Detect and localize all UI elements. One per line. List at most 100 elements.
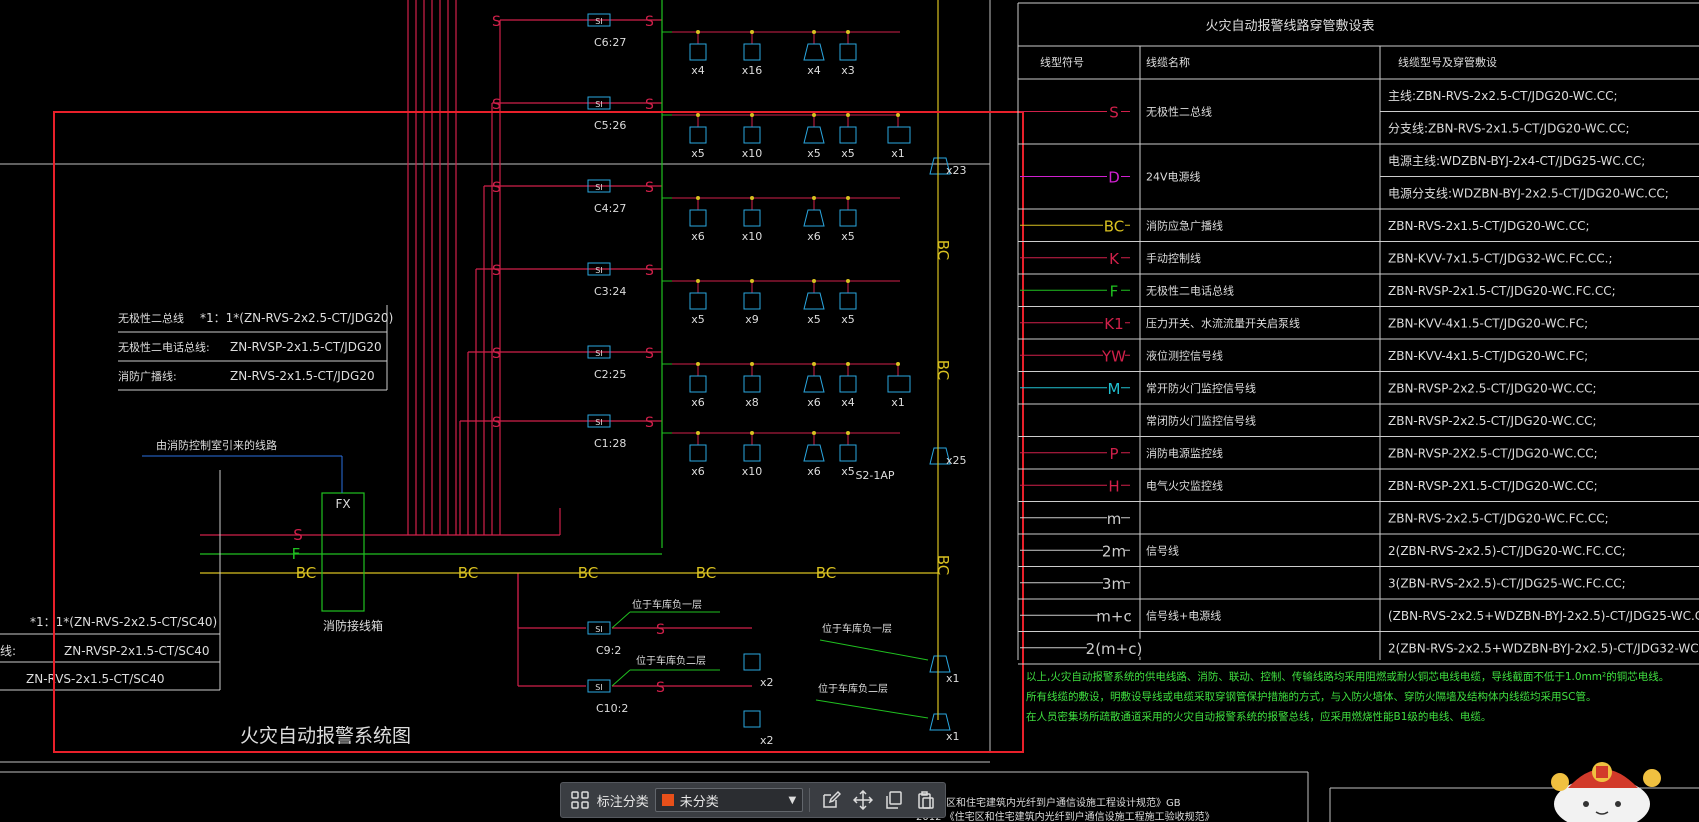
heat-detector-icon [839,209,857,227]
table-note: 在人员密集场所疏散通道采用的火灾自动报警系统的报警总线，应采用燃烧性能B1级的电… [1026,710,1491,723]
table-spec: 3(ZBN-RVS-2x2.5)-CT/JDG25-WC.FC.CC; [1388,577,1626,591]
module-icon [887,126,911,144]
symbol-bg [1107,102,1121,121]
table-note: 以上,火灾自动报警系统的供电线路、消防、联动、控制、传输线路均采用阻燃或耐火铜芯… [1026,670,1669,683]
si-module-label: SI [595,683,602,692]
manual-call-icon [743,292,761,310]
diagram-title: 火灾自动报警系统图 [240,725,411,747]
symbol-bg [1107,281,1121,300]
device-count: x6 [807,230,821,243]
circuit-id: C9:2 [596,644,621,657]
bus-s-label: S [656,622,665,638]
bus-s-label: S [645,263,654,279]
table-symbol: F [1110,282,1119,300]
table-name: 常闭防火门监控信号线 [1146,413,1256,427]
legend-name: 线: [0,644,16,658]
device-count: x4 [807,64,821,77]
red-bus-trunk [407,0,457,535]
heat-detector-icon [839,126,857,144]
sounder-icon [803,444,825,462]
si-module-box [587,679,611,693]
table-symbol: BC [1104,217,1125,235]
legend-spec: ZN-RVS-2x1.5-CT/SC40 [26,672,165,686]
sounder-icon [803,209,825,227]
bottom-strip-text-1: 《住宅区和住宅建筑内光纤到户通信设施工程设计规范》GB [916,796,1181,809]
device-count: x6 [807,396,821,409]
legend-name: 无极性二电话总线: [118,340,210,354]
table-name: 消防电源监控线 [1146,446,1223,460]
floor-note: 位于车库负一层 [822,622,892,635]
symbol-bg [1103,346,1125,365]
device-node [846,279,850,283]
symbol-bg [1107,476,1121,495]
device-count: x5 [841,147,855,160]
legend-spec: ZN-RVSP-2x1.5-CT/SC40 [64,644,210,658]
toolbar-label: 标注分类 [596,794,649,810]
circuit-id: C4:27 [594,202,626,215]
table-symbol: D [1108,169,1120,187]
smoke-detector-icon [689,292,707,310]
table-symbol: K1 [1104,315,1123,333]
table-spec: ZBN-RVSP-2x2.5-CT/JDG20-WC.CC; [1388,414,1597,428]
sounder-icon [803,126,825,144]
annotation-toolbar: 标注分类 未分类 ▼ [560,782,946,818]
paste-icon[interactable] [913,787,939,813]
chevron-down-icon: ▼ [788,794,797,806]
device-node [696,431,700,435]
table-spec: ZBN-KVV-4x1.5-CT/JDG20-WC.FC; [1388,349,1588,363]
bus-bc-label: BC [934,360,952,381]
legend-spec: *1：1*(ZN-RVS-2x2.5-CT/JDG20) [200,311,393,325]
table-spec: ZBN-RVSP-2X1.5-CT/JDG20-WC.CC; [1388,479,1598,493]
device-node [812,431,816,435]
bus-s-label: S [492,14,501,30]
table-name: 无极性二总线 [1146,105,1212,119]
manual-call-icon [743,43,761,61]
bus-bc-label: BC [934,240,952,261]
edit-icon[interactable] [818,787,844,813]
device-node [846,196,850,200]
device-count: x8 [745,396,759,409]
category-select[interactable]: 未分类 ▼ [654,788,804,812]
device-node [812,279,816,283]
table-symbol: K [1109,250,1120,268]
speaker-icon [929,447,951,465]
mascot-badge[interactable] [1540,742,1670,822]
legend-spec: ZN-RVSP-2x1.5-CT/JDG20 [230,340,382,354]
circuit-id: C3:24 [594,285,626,298]
fx-caption: 消防接线箱 [323,618,383,633]
table-spec: 2(ZBN-RVS-2x2.5+WDZBN-BYJ-2x2.5)-CT/JDG3… [1388,642,1699,656]
table-spec: ZBN-RVSP-2X2.5-CT/JDG20-WC.CC; [1388,447,1598,461]
bus-s-label: S [492,180,501,196]
table-symbol: M [1108,380,1121,398]
heat-detector-icon [839,375,857,393]
device-node [896,362,900,366]
heat-detector-icon [839,43,857,61]
legend-spec: *1：1*(ZN-RVS-2x2.5-CT/SC40) [30,615,217,629]
fx-label: FX [335,497,350,511]
table-symbol: S [1109,104,1119,122]
device-node [750,279,754,283]
device-node [696,196,700,200]
selection-highlight-box[interactable] [53,111,1024,753]
table-spec: ZBN-RVSP-2x2.5-CT/JDG20-WC.CC; [1388,382,1597,396]
table-spec: ZBN-RVSP-2x1.5-CT/JDG20-WC.FC.CC; [1388,284,1616,298]
symbol-bg [1103,216,1125,235]
move-icon[interactable] [850,787,876,813]
device-count: x2 [760,676,774,689]
table-spec: 主线:ZBN-RVS-2x2.5-CT/JDG20-WC.CC; [1388,89,1618,103]
table-symbol: H [1108,477,1119,495]
manual-call-icon [743,375,761,393]
device-node [896,113,900,117]
smoke-detector-icon [689,375,707,393]
device-count: x6 [691,230,705,243]
device-count: x6 [691,396,705,409]
bus-s-label: S [492,97,501,113]
copy-icon[interactable] [882,787,908,813]
device-node [750,196,754,200]
si-module-label: SI [595,100,602,109]
table-name: 压力开关、水流流量开关启泵线 [1146,316,1300,330]
grid-icon[interactable] [567,787,593,813]
si-module-label: SI [595,349,602,358]
